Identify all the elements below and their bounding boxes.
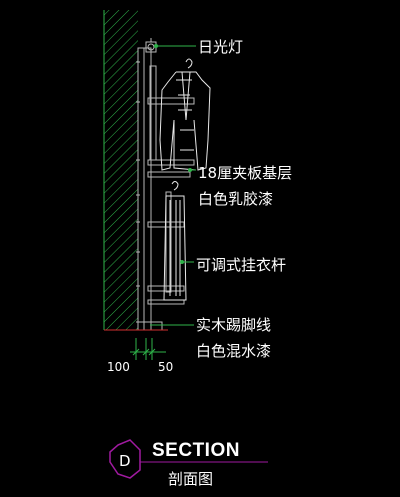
title-mark: D [119,452,131,470]
dimension-left: 100 [107,360,130,374]
title-block: D SECTION 剖面图 [109,439,268,488]
lower-hanging-rod [147,191,185,305]
dimension-right: 50 [158,360,173,374]
lower-garment [163,181,187,301]
dimension-line [130,338,166,360]
board-label-line1: 18厘夹板基层 [198,164,292,182]
rod-label: 可调式挂衣杆 [196,256,286,274]
middle-shelf [147,171,191,178]
board-panel [136,47,152,331]
light-label: 日光灯 [198,38,243,56]
skirting-board [104,321,168,331]
upper-garment [159,58,211,171]
skirting-label-line2: 白色混水漆 [196,342,271,360]
wall [103,10,138,330]
section-subtitle: 剖面图 [168,470,213,488]
section-title: SECTION [152,440,240,461]
upper-hanging-rod [147,65,195,166]
leader-lines [150,44,196,326]
board-label-line2: 白色乳胶漆 [198,190,273,208]
title-mark-circle [109,439,141,479]
skirting-label-line1: 实木踢脚线 [196,316,271,334]
